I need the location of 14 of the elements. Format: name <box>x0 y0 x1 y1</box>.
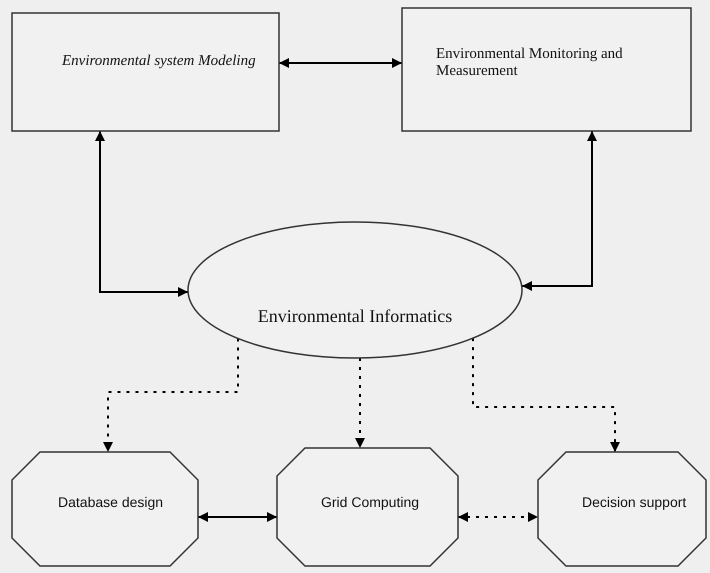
node-label: Environmental Monitoring and Measurement <box>436 46 624 80</box>
arrow <box>95 131 188 297</box>
arrow <box>198 512 277 522</box>
arrow <box>522 131 597 291</box>
node-label: Grid Computing <box>321 494 420 510</box>
arrow <box>279 58 402 68</box>
arrow <box>472 338 620 452</box>
node-label: Decision support <box>582 494 688 510</box>
arrow <box>458 512 538 522</box>
arrow <box>103 338 239 452</box>
arrow <box>355 358 365 448</box>
node-label: Database design <box>58 494 164 510</box>
node-label: Environmental system Modeling <box>62 53 257 70</box>
node-label: Environmental Informatics <box>256 306 454 327</box>
